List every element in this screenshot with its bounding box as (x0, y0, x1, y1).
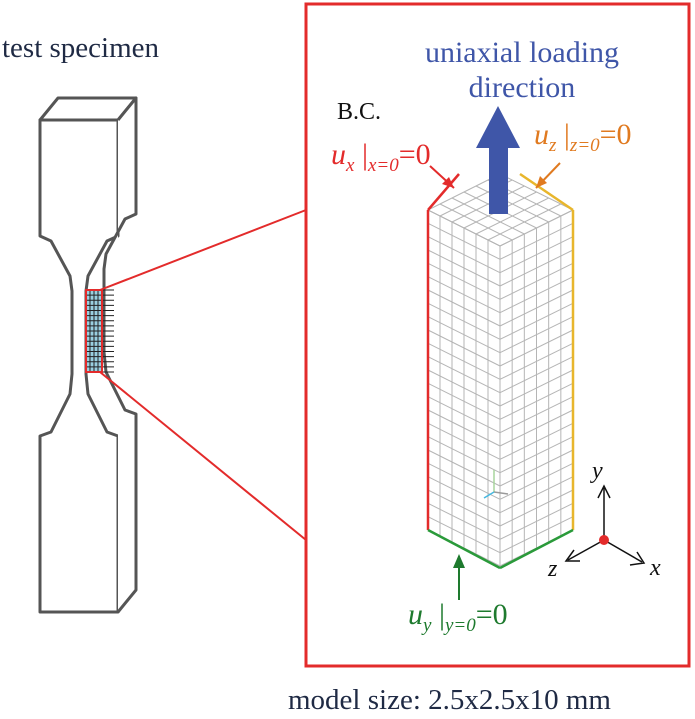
mesh-line (499, 396, 574, 434)
specimen-label: test specimen (2, 32, 160, 64)
mesh-line (499, 342, 574, 380)
edge-x-face-top (427, 173, 460, 211)
mesh-line (499, 462, 574, 500)
bc-x-label: ux |x=0=0 (331, 138, 431, 176)
edge-z-face-top (519, 172, 574, 212)
mesh-line (427, 236, 501, 274)
bc-z-label: uz |z=0=0 (534, 118, 632, 156)
edge-y-face-left (427, 528, 501, 570)
mesh-line (499, 356, 574, 394)
bc-y-sub: y (423, 615, 432, 636)
mesh-line (499, 329, 574, 367)
bc-x-var: u (331, 138, 346, 171)
loading-label-line2: direction (468, 70, 576, 104)
mesh-line (427, 289, 501, 327)
bc-z-pointer (535, 162, 561, 189)
coordinate-triad (564, 484, 646, 566)
mesh-line (427, 209, 501, 247)
mesh-line (427, 369, 501, 407)
bc-x-pointer (429, 165, 455, 189)
mesh-line (499, 489, 574, 527)
mesh-line (427, 422, 501, 460)
zoom-callout (99, 2, 691, 668)
bc-x-bar: | (354, 138, 368, 171)
mesh-line (427, 356, 501, 394)
mesh-line (499, 369, 574, 407)
mesh-line (427, 276, 501, 314)
bc-z-var: u (534, 118, 549, 151)
mesh-line (427, 302, 501, 340)
bc-y-pointer (453, 554, 465, 600)
mesh-line (427, 262, 501, 300)
bc-y-cond: y=0 (444, 615, 476, 636)
mesh-line (499, 249, 574, 287)
mesh-line (439, 203, 513, 241)
bc-z-sub: z (549, 135, 557, 156)
mesh-line (427, 502, 501, 540)
bc-x-sub: x (346, 155, 355, 176)
local-triad-icon (483, 470, 509, 499)
mesh-line (427, 516, 501, 554)
mesh-line (499, 422, 574, 460)
bc-x-value: =0 (398, 138, 431, 171)
mesh-line (475, 185, 549, 223)
mesh-line (499, 236, 574, 274)
mesh-line (451, 197, 525, 235)
mesh-line (499, 302, 574, 340)
edge-y-face-right (499, 528, 574, 570)
zoom-frame (304, 2, 691, 668)
mesh-line (499, 502, 574, 540)
zoom-line-upper (99, 209, 307, 291)
mesh-line (427, 316, 501, 354)
loading-arrow (476, 106, 520, 214)
mesh-line (499, 409, 574, 447)
bc-label: B.C. (337, 99, 382, 125)
bc-x-cond: x=0 (367, 155, 399, 176)
mesh-line (427, 489, 501, 527)
mesh-line (427, 249, 501, 287)
origin-dot (599, 535, 609, 545)
mesh-line (427, 409, 501, 447)
mesh-line (499, 173, 574, 211)
bc-z-cond: z=0 (569, 135, 600, 156)
mesh-line (427, 436, 501, 474)
bc-y-label: uy |y=0=0 (408, 598, 508, 636)
mesh-line (499, 276, 574, 314)
mesh-line (427, 449, 501, 487)
loading-label-line1: uniaxial loading (424, 36, 620, 69)
mesh-line (427, 329, 501, 367)
mesh-line (427, 222, 501, 260)
mesh-line (499, 289, 574, 327)
mesh-line (499, 382, 574, 420)
axis-label-x: x (650, 555, 661, 581)
bc-y-bar: | (431, 598, 445, 631)
model-size-label: model size: 2.5x2.5x10 mm (288, 684, 611, 716)
bc-y-var: u (408, 598, 423, 631)
mesh-line (499, 476, 574, 514)
mesh-line (427, 382, 501, 420)
mesh-line (499, 436, 574, 474)
mesh-line (499, 516, 574, 554)
mesh-line (427, 342, 501, 380)
mesh-line (427, 476, 501, 514)
mesh-line (499, 222, 574, 260)
fe-mesh-block (426, 172, 575, 570)
axis-label-y: y (592, 458, 603, 484)
test-specimen (38, 96, 138, 614)
mesh-line (427, 396, 501, 434)
mesh-line (499, 449, 574, 487)
zoom-line-lower (99, 371, 307, 541)
mesh-line (427, 462, 501, 500)
mesh-line (499, 316, 574, 354)
mesh-line (499, 262, 574, 300)
axis-label-z: z (548, 556, 558, 582)
bc-z-value: =0 (599, 118, 632, 151)
bc-y-value: =0 (475, 598, 508, 631)
bc-z-bar: | (556, 118, 570, 151)
loading-direction-label: uniaxial loading direction (372, 36, 672, 105)
